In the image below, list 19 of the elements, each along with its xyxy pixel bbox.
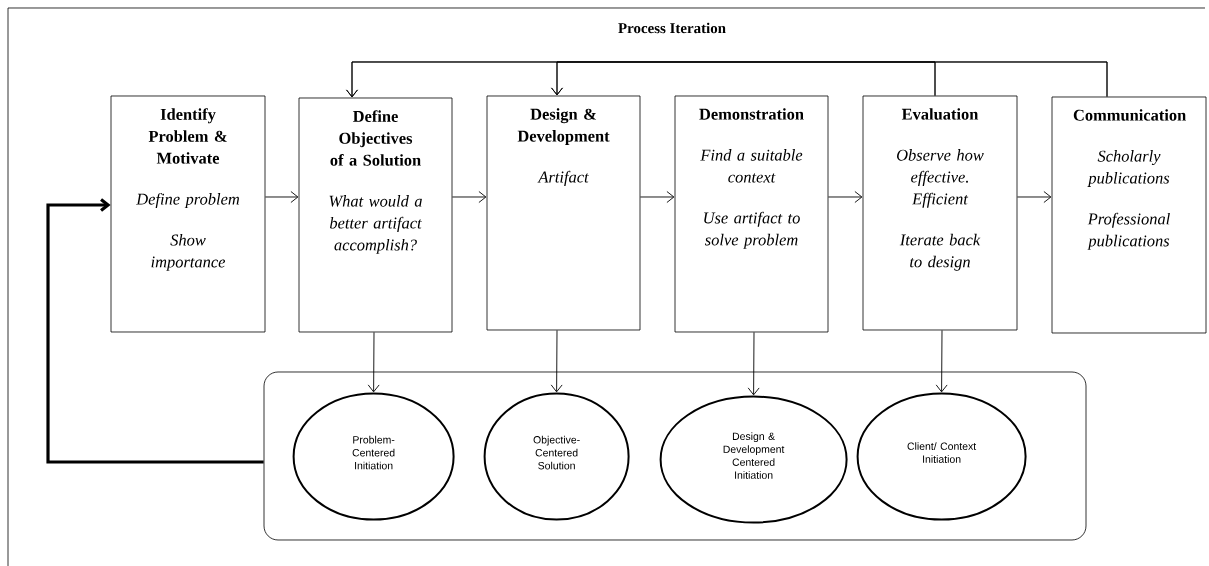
process-box: Design & Development Artifact: [486, 95, 641, 331]
arrow: [550, 329, 563, 393]
process-box: Communication Scholarly publications Professional publications: [1051, 96, 1207, 334]
process-box: Evaluation Observe how effective. Efficient Iterate back to design: [862, 95, 1018, 331]
process-box: Define Objectives of a Solution What would a better artifact accomplish?: [298, 97, 453, 333]
arrow: [639, 191, 675, 203]
arrow: [264, 191, 299, 203]
arrow: [367, 331, 380, 393]
arrow: [827, 191, 863, 203]
arrow: [747, 331, 760, 396]
process-box: Identify Problem & Motivate Define problem Show importance: [110, 95, 266, 333]
rounded-container: [263, 371, 1087, 541]
arrow: [551, 61, 1108, 98]
title: Process Iteration: [618, 22, 726, 34]
arrow: [935, 329, 948, 393]
arrow: [451, 191, 487, 203]
arrow: [46, 198, 264, 464]
arrow: [1016, 191, 1052, 203]
process-box: Demonstration Find a suitable context Use artifact to solve problem: [674, 95, 829, 333]
